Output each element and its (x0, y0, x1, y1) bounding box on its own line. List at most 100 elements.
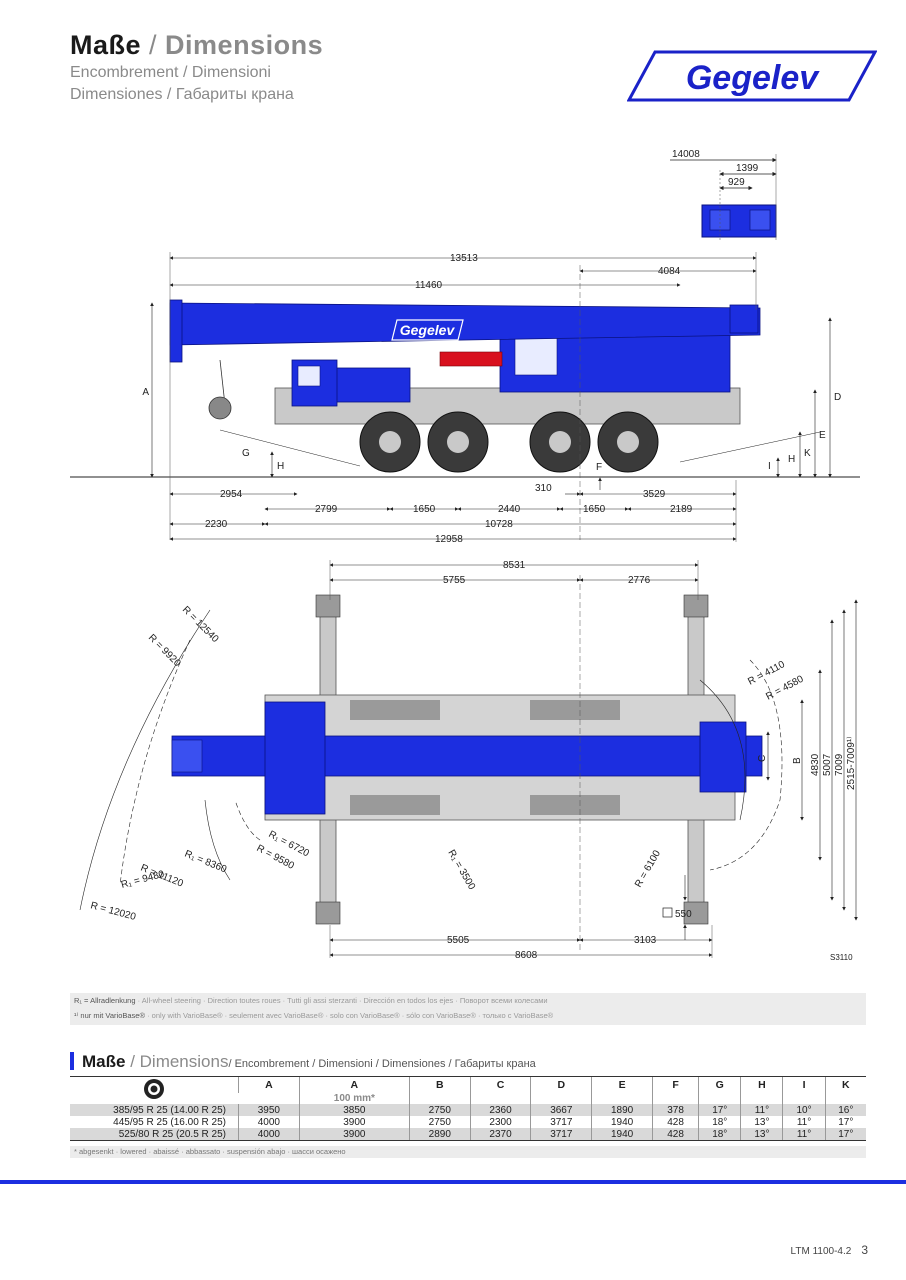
radius-r1-3500: R₁ = 3500 (445, 848, 477, 892)
heading-accent-bar (70, 1052, 74, 1070)
tyre-icon (144, 1079, 164, 1099)
table-subheader-row: 100 mm* (70, 1093, 866, 1104)
col-header-C: C (469, 1076, 531, 1093)
height-label-E: E (819, 430, 826, 441)
height-label-D: D (834, 392, 841, 403)
dim-12958: 12958 (435, 534, 463, 545)
dim-5007: 5007 (822, 753, 833, 776)
radius-12020: R = 12020 (89, 900, 137, 923)
col-header-D: D (530, 1076, 592, 1093)
table-title-en: Dimensions (139, 1052, 229, 1071)
dim-3529: 3529 (643, 489, 666, 500)
col-header-G: G (698, 1076, 741, 1093)
table-cell: 428 (651, 1116, 699, 1128)
drawing-code: S3110 (830, 953, 853, 962)
side-view-dimensions: 13513 4084 11460 A D E G H F I H K 2954 … (142, 252, 841, 545)
table-cell: 3667 (530, 1104, 592, 1116)
height-label-K: K (804, 448, 811, 459)
table-cell: 13° (740, 1116, 783, 1128)
radius-12540: R = 12540 (180, 604, 221, 645)
dim-11460: 11460 (415, 280, 443, 291)
page-title: Maße / Dimensions (70, 30, 323, 61)
table-cell: 3900 (298, 1116, 410, 1128)
col-header-E: E (591, 1076, 653, 1093)
height-label-H-front: H (277, 461, 284, 472)
table-cell: 11° (782, 1116, 826, 1128)
dim-3103: 3103 (634, 935, 657, 946)
dim-550: 550 (675, 909, 692, 920)
dim-5755: 5755 (443, 575, 466, 586)
table-cell: 428 (651, 1128, 699, 1141)
col-subheader-100mm: 100 mm* (298, 1093, 410, 1104)
height-label-H-rear: H (788, 454, 795, 465)
table-cell: 3717 (530, 1116, 592, 1128)
table-cell: 17° (698, 1104, 741, 1116)
title-de: Maße (70, 30, 142, 60)
dim-2799: 2799 (315, 504, 338, 515)
crane-top-view (79, 594, 783, 925)
tyre-icon-cell (70, 1076, 239, 1104)
height-label-G: G (242, 448, 250, 459)
table-cell: 18° (698, 1116, 741, 1128)
table-cell: 2370 (469, 1128, 531, 1141)
col-header-A: A (238, 1076, 300, 1093)
dim-929: 929 (728, 177, 745, 188)
dim-7009: 7009 (834, 753, 845, 776)
dim-2954: 2954 (220, 489, 243, 500)
table-cell: 13° (740, 1128, 783, 1141)
counterweight-detail: 14008 1399 929 (670, 149, 777, 240)
table-row: 445/95 R 25 (16.00 R 25) 4000 3900 2750 … (70, 1116, 866, 1128)
title-separator: / (141, 30, 166, 60)
gegelev-logo: Gegelev (627, 50, 877, 102)
table-cell: 4000 (238, 1128, 300, 1141)
table-row: 525/80 R 25 (20.5 R 25) 4000 3900 2890 2… (70, 1128, 866, 1141)
dim-2230: 2230 (205, 519, 228, 530)
table-title-translations: / Encombrement / Dimensioni / Dimensione… (228, 1058, 536, 1070)
dim-2189: 2189 (670, 504, 693, 515)
crane-side-view: Gegelev (70, 299, 860, 478)
dim-1399: 1399 (736, 163, 759, 174)
table-cell: 10° (782, 1104, 826, 1116)
table-cell: 11° (740, 1104, 783, 1116)
page-footer: LTM 1100-4.2 3 (791, 1243, 868, 1257)
col-header-F: F (651, 1076, 699, 1093)
model-name: LTM 1100-4.2 (790, 1246, 852, 1257)
table-cell: 17° (824, 1128, 866, 1141)
table-cell: 2300 (469, 1116, 531, 1128)
table-cell: 4000 (238, 1116, 300, 1128)
table-cell: 2750 (408, 1116, 471, 1128)
subtitle-line-2: Encombrement / Dimensioni (70, 64, 271, 81)
dimension-drawing: 14008 1399 929 Gegelev (70, 149, 860, 962)
note-line-2: ¹⁾ nur mit VarioBase® · only with VarioB… (70, 1008, 866, 1023)
table-row: 385/95 R 25 (14.00 R 25) 3950 3850 2750 … (70, 1104, 866, 1116)
width-label-C: C (757, 755, 768, 762)
table-cell: 2360 (469, 1104, 531, 1116)
footer-rule (0, 1180, 906, 1184)
dim-14008: 14008 (672, 149, 700, 160)
dim-2776: 2776 (628, 575, 651, 586)
note-2-translations: · only with VarioBase® · seulement avec … (145, 1011, 554, 1020)
table-cell: 11° (782, 1128, 826, 1141)
note-2-main: ¹⁾ nur mit VarioBase® (74, 1011, 146, 1020)
tyre-size: 385/95 R 25 (14.00 R 25) (70, 1104, 239, 1116)
table-header-row: A A B C D E F G H I K (70, 1076, 866, 1104)
width-label-B: B (792, 757, 803, 764)
table-cell: 17° (824, 1116, 866, 1128)
dimensions-table: A A B C D E F G H I K 100 mm* 385/95 R 2… (70, 1076, 866, 1141)
table-cell: 3900 (298, 1128, 410, 1141)
height-label-I: I (768, 461, 771, 472)
table-cell: 1940 (591, 1116, 653, 1128)
page-number: 3 (861, 1243, 868, 1257)
dim-4830: 4830 (810, 753, 821, 776)
radius-r1-8360: R₁ = 8360 (183, 849, 229, 876)
dim-10728: 10728 (485, 519, 513, 530)
table-cell: 3850 (298, 1104, 410, 1116)
dim-13513: 13513 (450, 253, 478, 264)
table-cell: 3950 (238, 1104, 300, 1116)
table-title-sep: / (125, 1052, 140, 1071)
dim-8608: 8608 (515, 950, 538, 961)
dim-2515-7009: 2515-7009¹⁾ (846, 736, 857, 790)
height-label-A: A (142, 387, 149, 398)
note-line-1: R₁ = Allradlenkung · All-wheel steering … (70, 993, 866, 1008)
col-header-A-lowered: A (298, 1076, 410, 1093)
